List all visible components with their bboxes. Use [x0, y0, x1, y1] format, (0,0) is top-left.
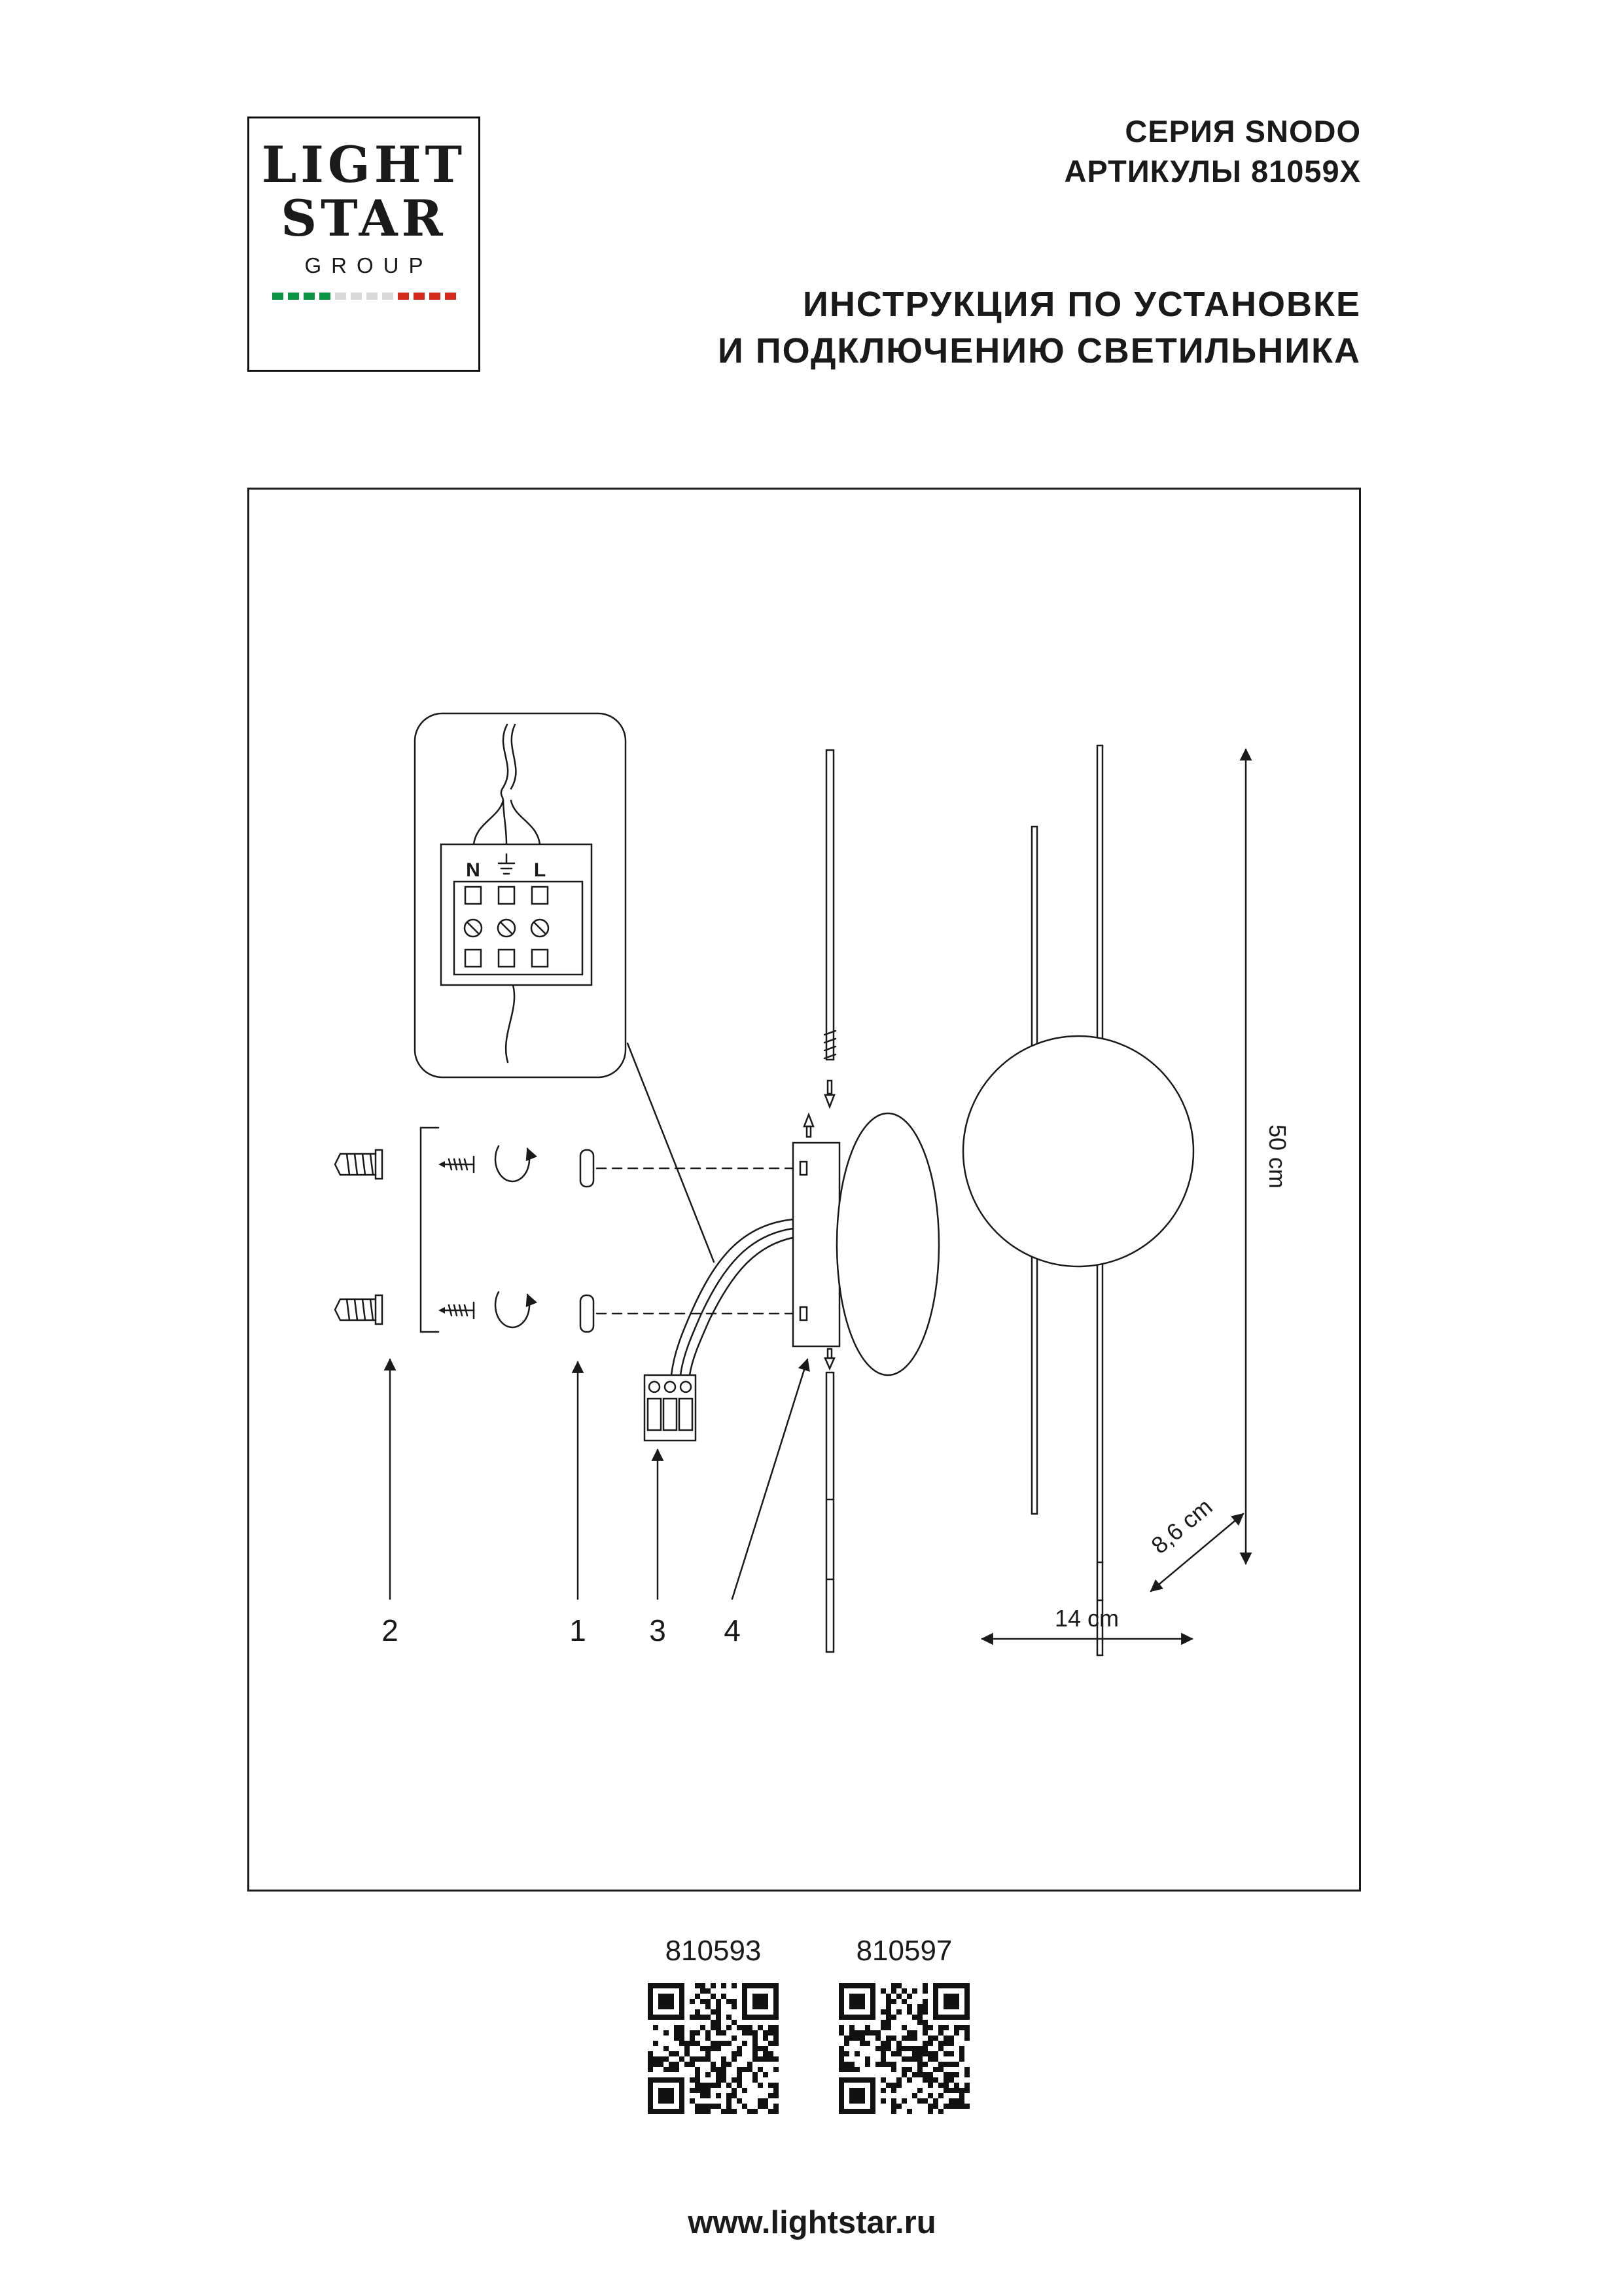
earth-ground-icon [497, 853, 516, 875]
wall-anchor [334, 1294, 383, 1325]
lightstar-logo: LIGHT STAR GROUP [247, 117, 480, 372]
lamp-rod-center [825, 1371, 835, 1653]
mains-cable [500, 723, 509, 802]
diagram-border [247, 488, 1361, 1892]
website-url: www.lightstar.ru [688, 2205, 936, 2240]
logo-word-light: LIGHT [261, 135, 467, 194]
rotation-arrow-icon [495, 1292, 529, 1327]
rotation-arrow-icon [494, 1145, 538, 1183]
dimension-depth: 8,6 cm [1146, 1493, 1244, 1592]
screw [437, 1301, 475, 1319]
wiring-detail-box: N L [414, 712, 627, 1079]
series-header: СЕРИЯ SNODO АРТИКУЛЫ 81059X [1064, 111, 1361, 191]
instruction-line-1: ИНСТРУКЦИЯ ПО УСТАНОВКЕ [803, 285, 1361, 324]
qr-code-810597 [839, 1983, 970, 2114]
spacer-peg [579, 1149, 595, 1188]
series-title: СЕРИЯ SNODO [1125, 114, 1361, 149]
logo-word-group: GROUP [304, 253, 433, 278]
part-number-4: 4 [724, 1613, 741, 1647]
dimension-height-label: 50 cm [1264, 1124, 1291, 1189]
dimension-depth-label: 8,6 cm [1146, 1493, 1217, 1559]
threaded-rod [823, 749, 837, 1061]
dimension-height: 50 cm [1239, 748, 1291, 1565]
instruction-title: ИНСТРУКЦИЯ ПО УСТАНОВКЕ И ПОДКЛЮЧЕНИЮ СВ… [718, 281, 1361, 374]
part-number-1: 1 [569, 1613, 586, 1647]
part-number-2: 2 [381, 1613, 398, 1647]
qr-code-810593 [648, 1983, 779, 2114]
italian-flag-stripes-icon [249, 293, 478, 300]
attach-arrow-up-icon [803, 1112, 815, 1138]
articles-title: АРТИКУЛЫ 81059X [1064, 154, 1361, 188]
dimension-width-label: 14 cm [1055, 1605, 1119, 1632]
glass-sphere [962, 1035, 1195, 1268]
spacer-peg [579, 1294, 595, 1333]
mounting-bracket [419, 1126, 440, 1333]
attach-arrow-down-icon [824, 1348, 836, 1371]
article-code-810593: 810593 [665, 1935, 762, 1967]
terminal-label-n: N [466, 859, 480, 881]
lamp-base-cover [836, 1112, 940, 1376]
terminal-block: N L [440, 843, 593, 986]
terminal-label-l: L [534, 859, 546, 881]
dimension-width: 14 cm [981, 1605, 1193, 1645]
logo-word-star: STAR [281, 189, 447, 247]
outgoing-wire [504, 984, 516, 1064]
article-code-810597: 810597 [856, 1935, 953, 1967]
terminal-connector [643, 1374, 697, 1442]
part-callouts: 2 1 3 4 [381, 1358, 810, 1647]
detail-leader-line [626, 1042, 715, 1263]
insert-arrow-down-icon [824, 1079, 836, 1109]
wall-anchor [334, 1149, 383, 1180]
installation-diagram: N L [247, 488, 1361, 1892]
part-number-3: 3 [649, 1613, 666, 1647]
mounting-plate [792, 1141, 841, 1348]
screw [438, 1155, 475, 1174]
instruction-line-2: И ПОДКЛЮЧЕНИЮ СВЕТИЛЬНИКА [718, 331, 1361, 370]
wire-leads [670, 1218, 794, 1376]
